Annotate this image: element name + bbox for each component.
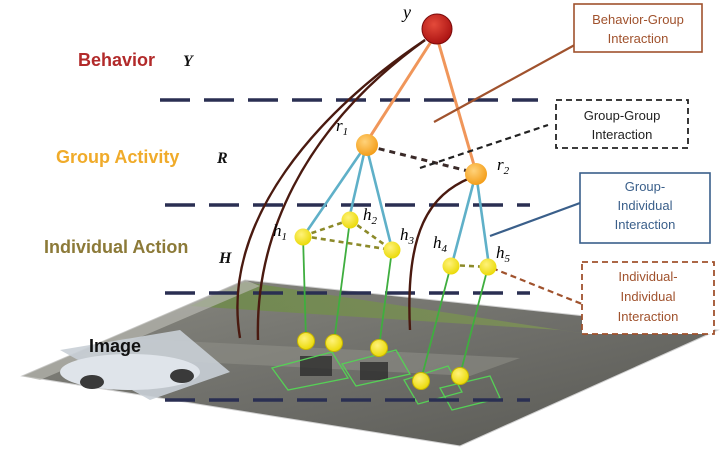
svg-text:Interaction: Interaction [608,31,669,46]
level-label-group: Group Activity [56,147,179,167]
individual-image-edges [302,219,489,381]
person-bbox-4 [439,375,501,411]
svg-text:Group-: Group- [625,179,665,194]
svg-text:Individual: Individual [621,289,676,304]
behavior-group-edges [364,33,478,173]
node-h3-label: h3 [400,225,415,247]
node-r1 [356,134,378,156]
box-individual-individual: Individual- Individual Interaction [581,261,715,335]
box-group-individual: Group- Individual Interaction [579,172,711,244]
group-group-edge [367,144,477,175]
node-h4 [442,257,460,275]
node-h2-label: h2 [363,205,378,227]
node-r1-label: r1 [336,116,348,138]
node-h1-label: h1 [273,221,287,243]
node-r2-label: r2 [497,155,510,177]
svg-text:Group-Group: Group-Group [584,108,661,123]
image-node-1 [297,332,315,350]
level-label-individual: Individual Action [44,237,188,257]
node-h5 [479,258,497,276]
level-symbol-individual: H [218,250,232,267]
svg-text:Individual-: Individual- [618,269,677,284]
svg-text:Individual: Individual [618,198,673,213]
image-node-5 [451,367,469,385]
box-group-group: Group-Group Interaction [555,99,689,149]
node-h3 [383,241,401,259]
node-h4-label: h4 [433,233,448,255]
dark-curves [236,39,471,341]
node-h2 [341,211,359,229]
image-node-3 [370,339,388,357]
image-plane [20,279,720,447]
group-individual-edges [303,144,491,267]
node-r2 [465,163,487,185]
person-bbox-1 [270,351,350,391]
box-behavior-group: Behavior-Group Interaction [573,3,703,53]
svg-text:Behavior-Group: Behavior-Group [592,12,684,27]
level-label-image: Image [89,336,141,356]
node-y-label: y [401,2,411,22]
svg-text:Interaction: Interaction [618,309,679,324]
image-node-4 [412,372,430,390]
level-symbol-group: R [216,150,228,167]
node-h5-label: h5 [496,243,511,265]
node-y [421,13,453,45]
person-bbox-3 [403,365,463,405]
level-label-behavior: Behavior [78,50,155,70]
svg-text:Interaction: Interaction [592,127,653,142]
node-h1 [294,228,312,246]
level-symbol-behavior: Y [183,53,194,70]
image-node-2 [325,334,343,352]
svg-text:Interaction: Interaction [615,217,676,232]
